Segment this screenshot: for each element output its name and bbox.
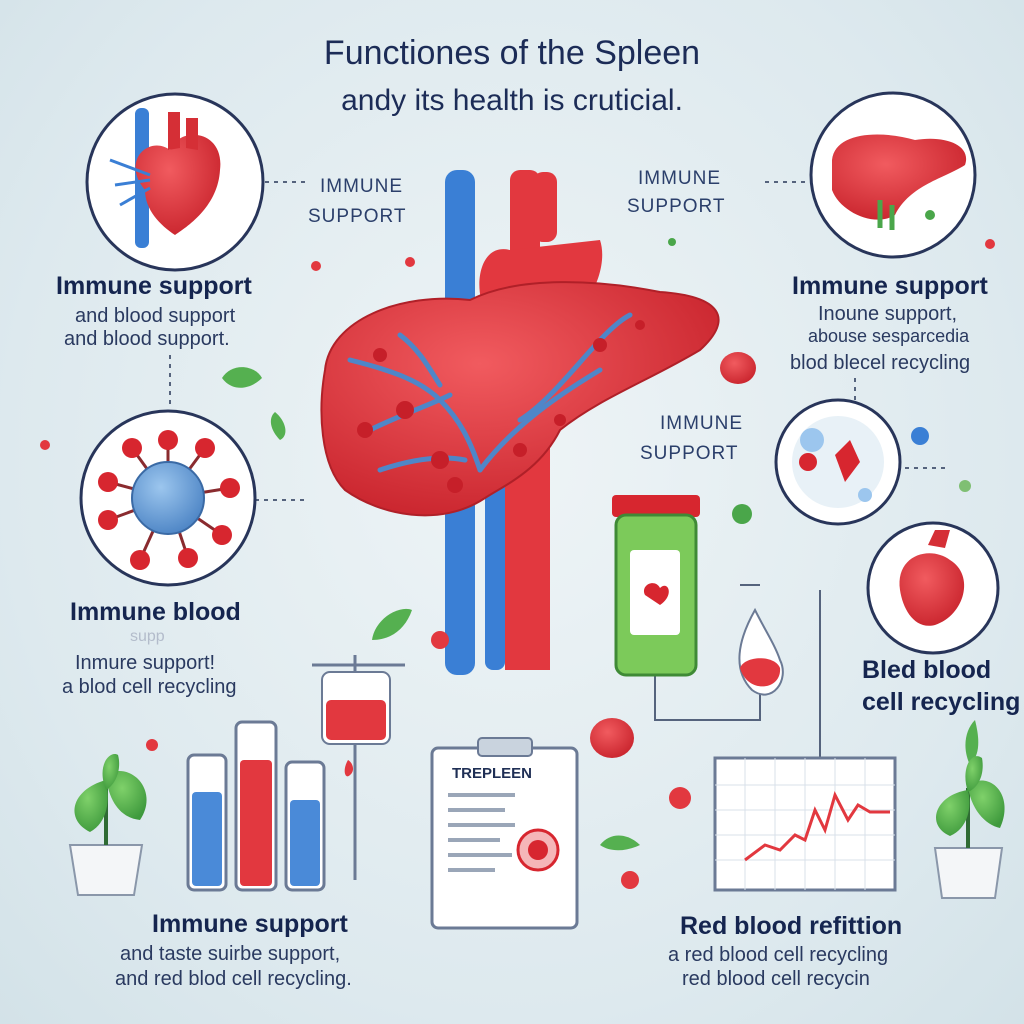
clipboard-report-icon [430, 737, 579, 930]
decor-particles [40, 238, 995, 889]
iv-bag-icon [312, 655, 405, 880]
plant-pot-icon [933, 756, 1005, 899]
cell-microscope-icon [774, 398, 902, 526]
left-panel-2-line-1: supp [130, 628, 165, 645]
right-panel-2-heading-1: Bled blood [862, 656, 992, 684]
bottom-left-line-1: and taste suirbe support, [120, 943, 341, 965]
left-panel-1-heading: Immune support [56, 272, 252, 300]
blood-drop-icon [738, 607, 784, 696]
bottom-right-line-1: a red blood cell recycling [668, 944, 889, 966]
right-panel-1-line-3: blod blecel recycling [790, 352, 971, 374]
left-panel-2-line-3: a blod cell recycling [62, 676, 237, 698]
right-panel-2-heading-2: cell recycling [862, 688, 1021, 716]
right-panel-1-heading: Immune support [792, 272, 988, 300]
left-panel-1-line-1: and blood support [75, 305, 236, 327]
center-label-mid-right-2: SUPPORT [640, 443, 739, 464]
medicine-bottle-icon [612, 495, 700, 677]
bottom-left-heading: Immune support [152, 910, 348, 938]
page-subtitle: andy its health is cruticial. [341, 84, 683, 117]
center-label-top-right-2: SUPPORT [627, 196, 726, 217]
bottom-right-heading: Red blood refittion [680, 912, 903, 940]
left-panel-1-line-2: and blood support. [64, 328, 230, 350]
left-panel-2-heading: Immune blood [70, 598, 241, 626]
liver-icon [809, 91, 977, 259]
right-panel-1-line-2: abouse sesparcedia [808, 326, 970, 346]
page-title: Functiones of the Spleen [323, 34, 701, 72]
connector-lines [169, 181, 945, 501]
center-label-mid-right-1: IMMUNE [660, 413, 744, 434]
center-label-top-right-1: IMMUNE [638, 168, 722, 189]
virus-cell-icon [79, 409, 257, 587]
plant-pot-icon [68, 754, 147, 896]
center-label-top-left-2: SUPPORT [308, 206, 407, 227]
spleen-organ-icon [866, 521, 1000, 655]
left-panel-2-line-2: Inmure support! [75, 652, 216, 674]
line-chart-icon [713, 756, 897, 892]
right-panel-1-line-1: Inoune support, [818, 303, 957, 325]
test-tube-icon [186, 720, 326, 892]
bottom-left-line-2: and red blod cell recycling. [115, 968, 352, 990]
heart-icon [85, 92, 265, 272]
center-label-top-left-1: IMMUNE [320, 176, 404, 197]
clipboard-title: TREPLEEN [452, 765, 533, 782]
central-organ-illustration [320, 170, 720, 675]
bottom-right-line-2: red blood cell recycin [682, 968, 870, 990]
